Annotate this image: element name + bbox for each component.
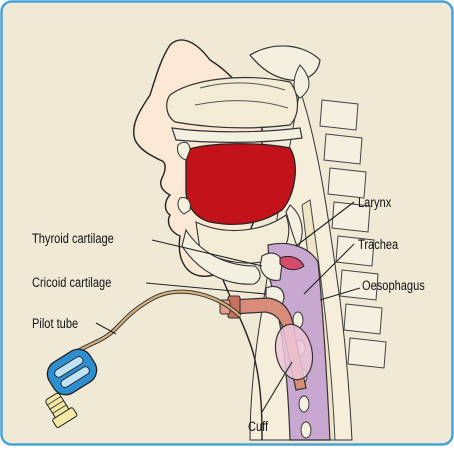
label-larynx: Larynx xyxy=(358,196,391,210)
label-trachea: Trachea xyxy=(358,238,398,252)
label-thyroid-cartilage: Thyroid cartilage xyxy=(32,232,114,246)
label-cricoid-cartilage: Cricoid cartilage xyxy=(32,276,111,290)
oral-cavity xyxy=(186,144,295,225)
label-cuff: Cuff xyxy=(248,420,268,434)
label-oesophagus: Oesophagus xyxy=(362,279,425,293)
label-pilot-tube: Pilot tube xyxy=(32,317,78,331)
